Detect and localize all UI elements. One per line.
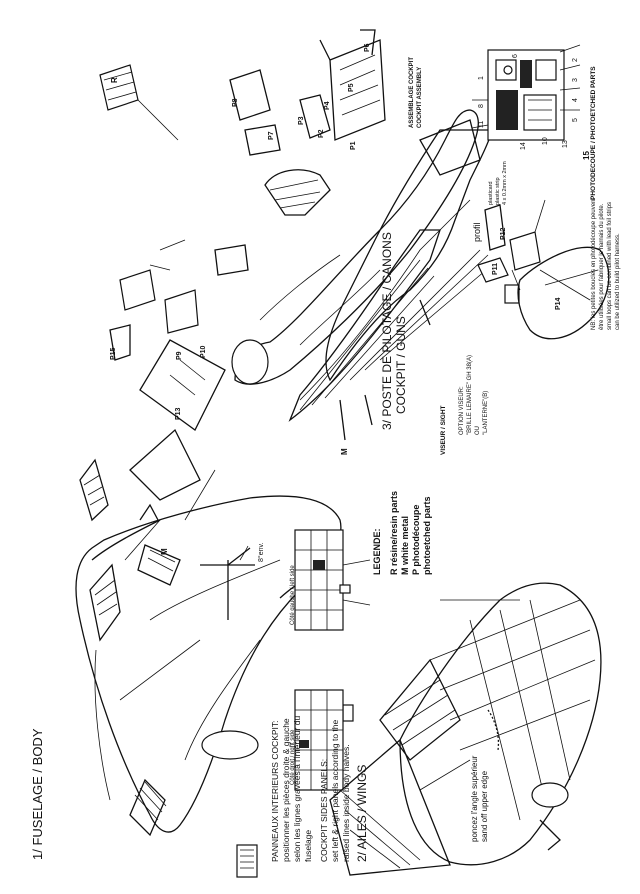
fret-number-13: 13: [562, 140, 569, 148]
part-label-P11: P11: [492, 262, 499, 275]
panels-en-line-2: raised lines inside body halves.: [341, 744, 351, 862]
section-cockpit-title-main: 3/ POSTE DE PILOTAGE / CANONS: [380, 232, 394, 430]
fret-number-10: 10: [542, 137, 549, 145]
fret-number-14: 14: [520, 142, 527, 150]
part-label-P8: P8: [232, 98, 239, 107]
part-label-P7: P7: [268, 131, 275, 140]
part-label-P1: P1: [350, 141, 357, 150]
part-label-P10: P10: [200, 345, 207, 358]
sight-option: OPTION VISEUR: "BRILLE LEMAIRE" GH 38(A)…: [458, 355, 490, 435]
legend: LEGENDE: R résine/resin parts M white me…: [372, 491, 433, 575]
cockpit-panels-note: PANNEAUX INTERIEURS COCKPIT: positionner…: [270, 716, 352, 862]
photoetch-note-line-1: NB: les petites boucles en photodécoupe …: [591, 197, 597, 330]
cockpit-assembly-en: COCKPIT ASSEMBLY: [417, 66, 423, 128]
part-label-P15: P15: [110, 347, 117, 360]
photoetch-fret: [471, 44, 581, 141]
fret-number-8: 8: [478, 104, 485, 108]
fret-number-2: 2: [572, 58, 579, 62]
cockpit-assembly-label: ASSEMBLAGE COCKPIT COCKPIT ASSEMBLY: [408, 57, 424, 128]
part-label-M-tail: M: [160, 548, 169, 555]
wing-note-fr: poncez l'angle supérieur: [470, 755, 479, 842]
sight-option-line-1: OPTION VISEUR:: [459, 386, 465, 435]
wing-note-en: sand off upper edge: [480, 770, 489, 842]
part-label-R: R: [110, 77, 119, 83]
fret-number-6: 6: [512, 54, 519, 58]
fret-number-5: 5: [572, 118, 579, 122]
legend-item-photodecoupe: P photodécoupe: [411, 504, 421, 575]
cockpit-airframe-drawing: [99, 29, 493, 441]
section-wings-title: 2/ AILES / WINGS: [355, 764, 369, 862]
sight-option-line-2: "BRILLE LEMAIRE" GH 38(A): [467, 355, 473, 435]
part-label-P12: P12: [500, 227, 507, 240]
sight-option-line-3: OU: [475, 426, 481, 435]
panels-fr-title: PANNEAUX INTERIEURS COCKPIT:: [270, 720, 280, 862]
photoetch-note: NB: les petites boucles en photodécoupe …: [590, 198, 622, 330]
panels-fr-line-3: fuselage: [303, 829, 313, 862]
photoetch-title: PHOTODECOUPE / PHOTOETCHED PARTS: [590, 66, 597, 200]
legend-title: LEGENDE:: [372, 528, 382, 575]
fret-number-3: 3: [572, 78, 579, 82]
panels-en-line-1: set left & right panels according to the: [330, 719, 340, 862]
left-side-label: Côté gauche / left side: [290, 565, 296, 625]
plastic-line-2: plastic strip: [495, 177, 501, 205]
legend-item-metal: M white metal: [400, 515, 410, 575]
legend-item-photoetched: photoetched parts: [422, 496, 432, 575]
panels-en-title: COCKPIT SIDES PANELS:: [319, 758, 329, 862]
sight-option-line-4: "LANTERNE"(B): [483, 390, 489, 435]
sight-detail: [477, 199, 610, 340]
part-label-P4: P4: [324, 101, 331, 110]
profil-label: profil: [472, 222, 482, 242]
plastic-line-1: plasticard: [488, 181, 494, 205]
photoetch-note-line-3: small loops can be combined with lead fo…: [607, 201, 613, 330]
right-side-label: Côté droit / right side: [290, 729, 296, 785]
part-label-P14: P14: [555, 297, 562, 310]
plastic-strip-note: plasticard plastic strip 4 x 0.2mm x 2mm: [488, 161, 509, 205]
section-fuselage-title: 1/ FUSELAGE / BODY: [30, 728, 45, 861]
part-label-P6: P6: [364, 43, 371, 52]
part-label-P13: P13: [175, 407, 182, 420]
cockpit-assembly-fr: ASSEMBLAGE COCKPIT: [409, 56, 415, 128]
fret-number-11: 11: [478, 120, 485, 128]
plastic-line-3: 4 x 0.2mm x 2mm: [502, 161, 508, 205]
fret-number-1: 1: [478, 76, 485, 80]
part-label-P3: P3: [298, 116, 305, 125]
part-label-P9: P9: [176, 351, 183, 360]
part-label-M-guns: M: [340, 448, 349, 455]
sight-label: VISEUR / SIGHT: [440, 405, 447, 455]
angle-label: 8°env.: [258, 542, 265, 562]
section-cockpit-title: 3/ POSTE DE PILOTAGE / CANONS COCKPIT / …: [380, 232, 408, 430]
part-label-P2: P2: [318, 129, 325, 138]
photoetch-note-line-4: can be utilized to build pilot harness.: [615, 233, 621, 330]
section-cockpit-subtitle: COCKPIT / GUNS: [394, 316, 408, 414]
fret-number-15: 15: [582, 151, 591, 160]
cockpit-side-panels: [294, 529, 371, 791]
wings-drawing: [329, 582, 602, 876]
part-label-P5: P5: [348, 83, 355, 92]
wing-sanding-note: poncez l'angle supérieur sand off upper …: [470, 756, 490, 842]
legend-item-resin: R résine/resin parts: [389, 490, 399, 575]
fret-number-4: 4: [572, 98, 579, 102]
fuselage-drawing: [75, 428, 354, 878]
photoetch-note-line-2: être utilisées pour fabriquer le harnais…: [599, 203, 605, 330]
